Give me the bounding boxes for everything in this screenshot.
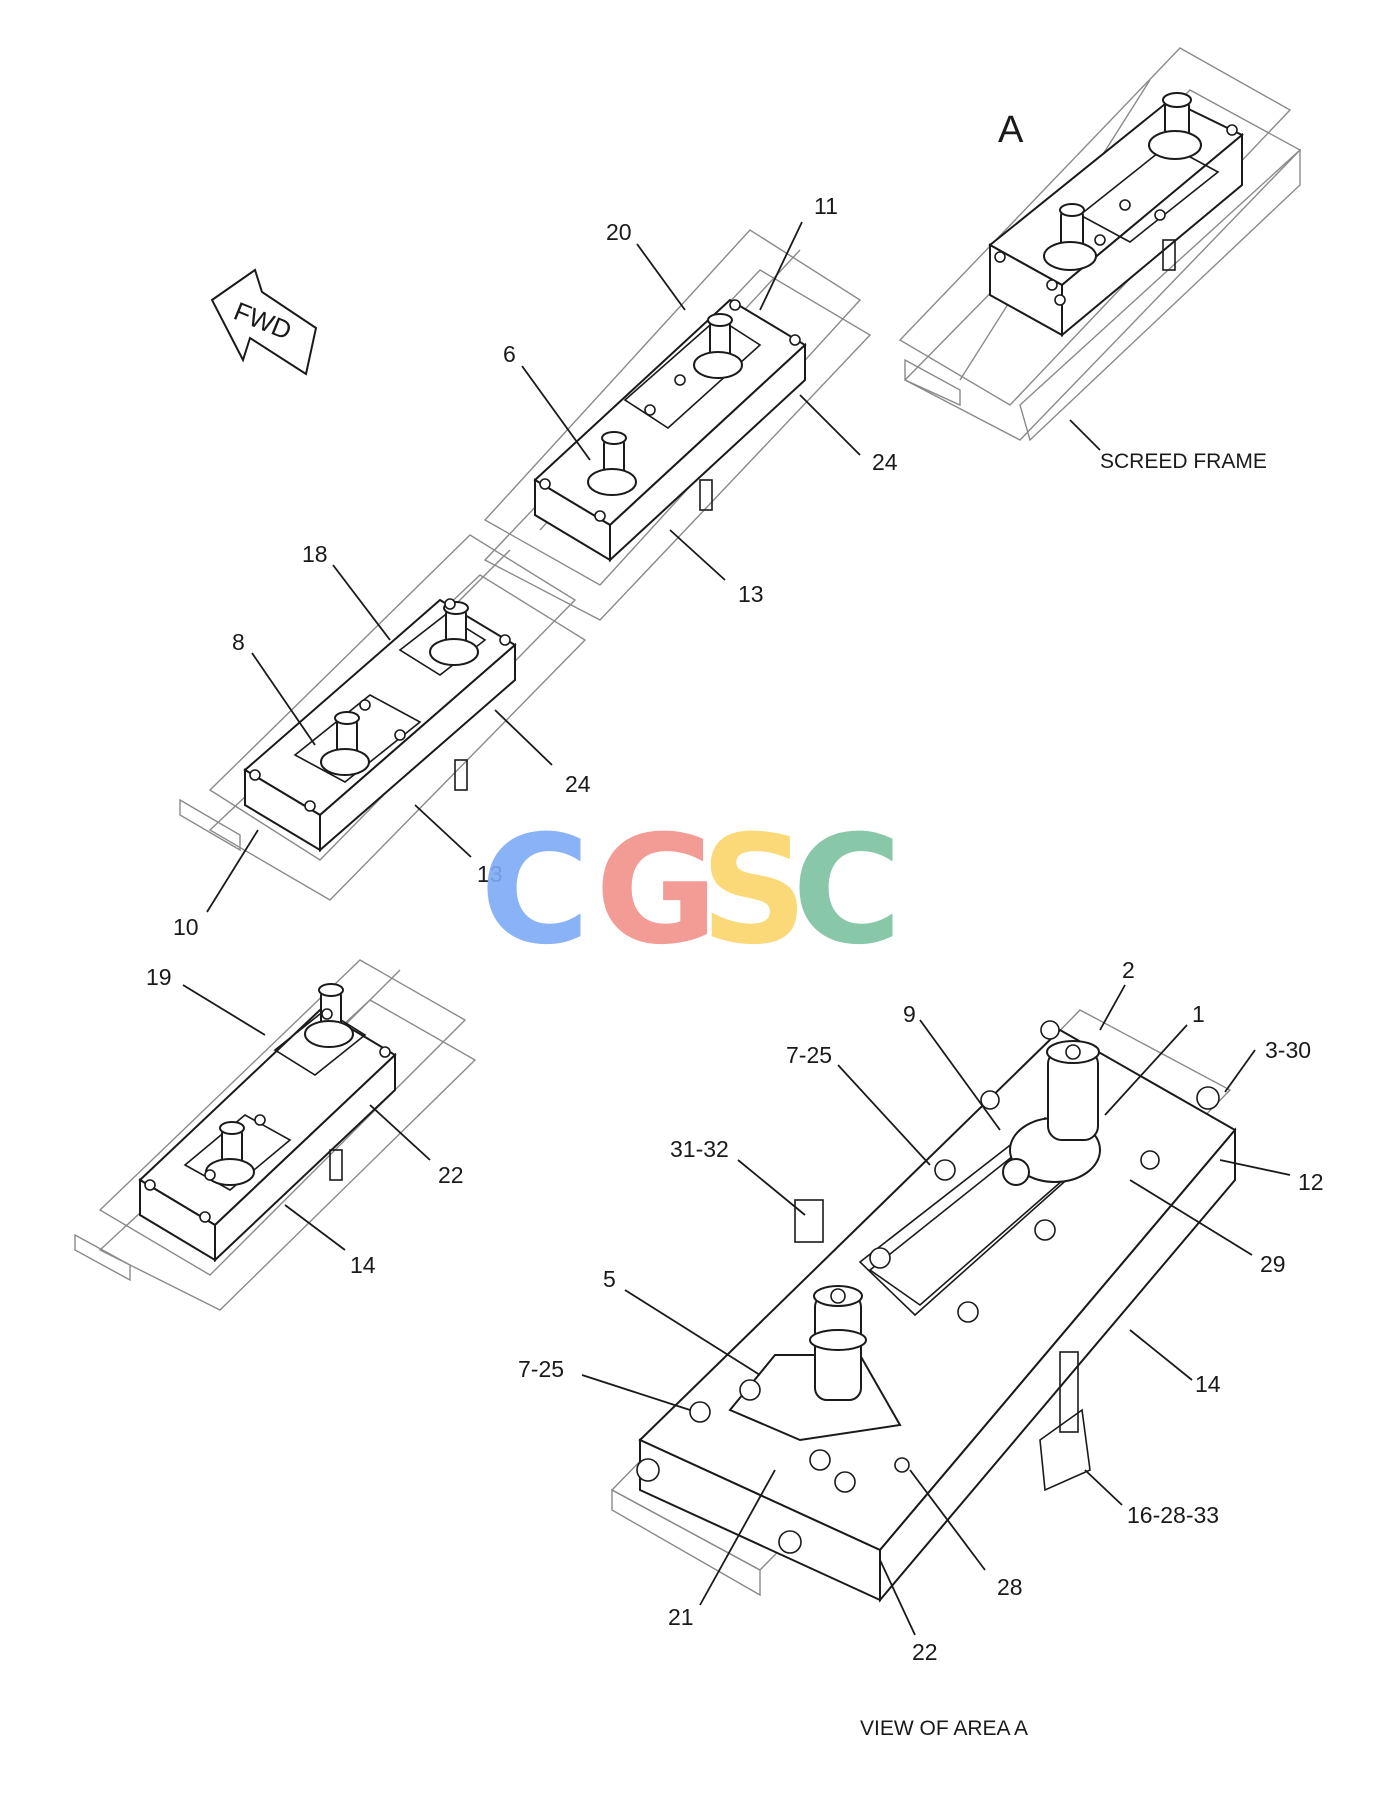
fwd-arrow: FWD: [210, 268, 318, 376]
callout-1: 1: [1192, 1001, 1205, 1027]
callout-10: 10: [173, 914, 199, 940]
callout-28: 28: [997, 1574, 1023, 1600]
callout-31-32: 31-32: [670, 1136, 729, 1162]
callout-9: 9: [903, 1001, 916, 1027]
callout-8: 8: [232, 629, 245, 655]
callout-13-middle: 13: [477, 861, 503, 887]
callout-11: 11: [814, 193, 838, 219]
screed-frame-label: SCREED FRAME: [1100, 450, 1267, 473]
callout-12: 12: [1298, 1169, 1324, 1195]
callout-24-middle: 24: [565, 771, 591, 797]
callout-16-28-33: 16-28-33: [1127, 1502, 1219, 1528]
view-caption: VIEW OF AREA A: [860, 1717, 1028, 1740]
callout-7-25-upper: 7-25: [786, 1042, 832, 1068]
leader-lines: [182, 221, 1291, 1636]
callout-24-top: 24: [872, 449, 898, 475]
assembly-a: A SCREED FRAME: [898, 47, 1302, 473]
callout-5: 5: [603, 1266, 616, 1292]
assembly-bottom: [74, 959, 477, 1311]
detail-view: VIEW OF AREA A: [610, 1009, 1237, 1740]
callout-14-bottom: 14: [350, 1252, 376, 1278]
callout-3-30: 3-30: [1265, 1037, 1311, 1063]
callout-13-top: 13: [738, 581, 764, 607]
area-letter: A: [998, 109, 1024, 151]
watermark-letter-c1: C: [480, 804, 590, 978]
assembly-middle: [179, 534, 587, 901]
callout-22-bottom: 22: [438, 1162, 464, 1188]
callout-22-detail: 22: [912, 1639, 938, 1665]
callout-7-25-lower: 7-25: [518, 1356, 564, 1382]
callout-18: 18: [302, 541, 328, 567]
callout-2: 2: [1122, 957, 1135, 983]
watermark-letter-s: S: [700, 804, 808, 978]
callout-19: 19: [146, 964, 172, 990]
callout-14-detail: 14: [1195, 1371, 1221, 1397]
callout-21: 21: [668, 1604, 694, 1630]
callout-29: 29: [1260, 1251, 1286, 1277]
callouts: 20 11 6 24 13 18 8 24 13 10 19 22 14 2 9…: [146, 193, 1324, 1665]
watermark: C G S C: [480, 804, 902, 978]
callout-6: 6: [503, 341, 516, 367]
watermark-letter-g: G: [595, 804, 718, 978]
callout-20: 20: [606, 219, 632, 245]
watermark-letter-c2: C: [792, 804, 902, 978]
assembly-top: [483, 229, 872, 621]
